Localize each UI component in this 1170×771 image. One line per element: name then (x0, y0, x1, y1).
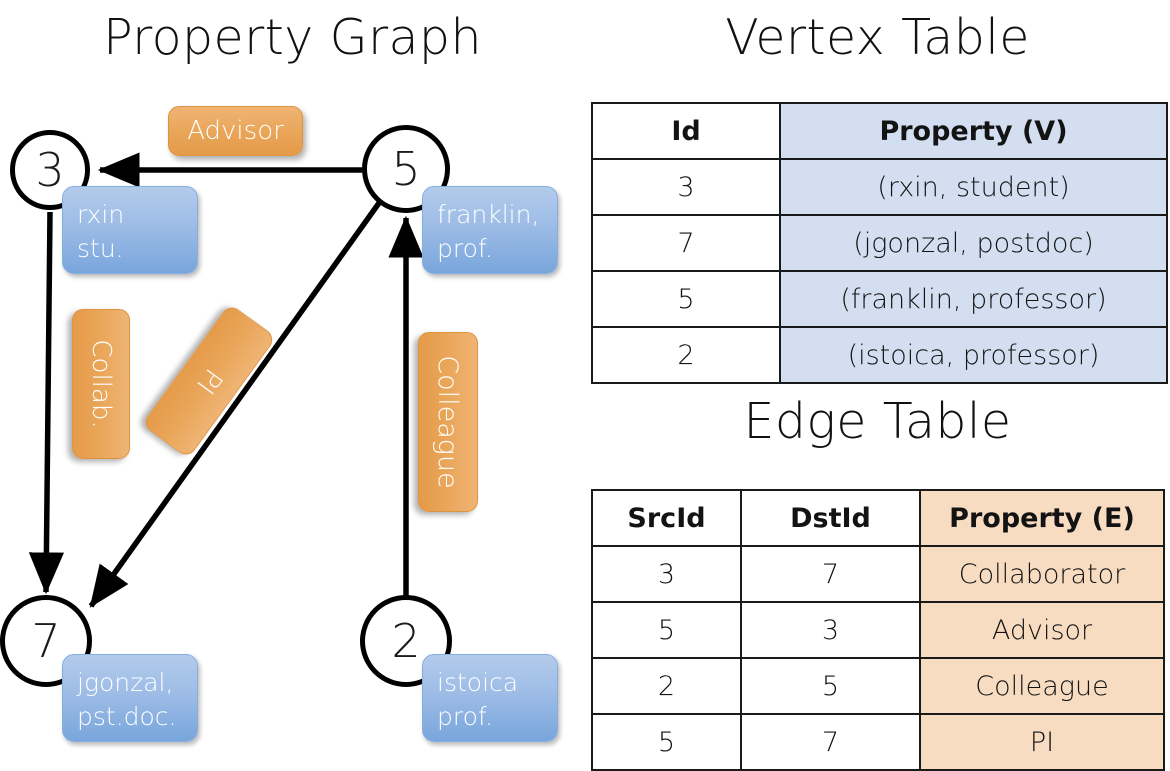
table-row[interactable]: 3 (rxin, student) (591, 158, 1168, 216)
vertex-property-7-line2: pst.doc. (77, 702, 177, 731)
vertex-cell-id: 7 (591, 214, 781, 272)
edge-table-header-dstid: DstId (740, 489, 921, 547)
vertex-property-box-2[interactable]: istoica prof. (422, 654, 558, 742)
table-row[interactable]: 5 7 PI (591, 713, 1165, 771)
vertex-property-2-line2: prof. (437, 702, 493, 731)
vertex-property-3-line1: rxin (77, 200, 125, 229)
edge-table: SrcId DstId Property (E) 3 7 Collaborato… (591, 489, 1165, 771)
edge-label-advisor[interactable]: Advisor (168, 106, 303, 156)
edge-table-header-property: Property (E) (919, 489, 1165, 547)
vertex-cell-id: 2 (591, 326, 781, 384)
graph-edges-layer (28, 152, 424, 608)
edge-cell-dstid: 5 (740, 657, 921, 715)
page-title-property-graph: Property Graph (103, 9, 482, 66)
vertex-table-header-row: Id Property (V) (591, 102, 1168, 160)
edge-cell-property: Advisor (919, 601, 1165, 659)
vertex-property-5-line2: prof. (437, 234, 493, 263)
edge-table-header-row: SrcId DstId Property (E) (591, 489, 1165, 547)
edge-table-header-srcid: SrcId (591, 489, 742, 547)
graph-node-2[interactable]: 2 (360, 595, 452, 687)
table-row[interactable]: 7 (jgonzal, postdoc) (591, 214, 1168, 272)
graph-node-5[interactable]: 5 (362, 125, 450, 213)
vertex-cell-id: 5 (591, 270, 781, 328)
table-row[interactable]: 2 (istoica, professor) (591, 326, 1168, 384)
vertex-property-5-line1: franklin, (437, 200, 540, 229)
edge-cell-dstid: 7 (740, 713, 921, 771)
vertex-cell-property: (franklin, professor) (779, 270, 1168, 328)
vertex-cell-property: (rxin, student) (779, 158, 1168, 216)
edge-3-to-7-collaborator (28, 211, 65, 595)
table-row[interactable]: 3 7 Collaborator (591, 545, 1165, 603)
vertex-table-header-id: Id (591, 102, 781, 160)
edge-cell-srcid: 5 (591, 713, 742, 771)
edge-label-collaborator[interactable]: Collab. (72, 309, 130, 459)
vertex-property-box-7[interactable]: jgonzal, pst.doc. (62, 654, 198, 742)
table-row[interactable]: 5 (franklin, professor) (591, 270, 1168, 328)
vertex-table-header-property: Property (V) (779, 102, 1168, 160)
vertex-cell-property: (istoica, professor) (779, 326, 1168, 384)
edge-cell-srcid: 2 (591, 657, 742, 715)
vertex-property-box-5[interactable]: franklin, prof. (422, 186, 558, 274)
table-row[interactable]: 5 3 Advisor (591, 601, 1165, 659)
edge-cell-property: PI (919, 713, 1165, 771)
edge-label-colleague[interactable]: Colleague (418, 332, 478, 512)
vertex-property-7-line1: jgonzal, (77, 668, 174, 697)
edge-cell-dstid: 3 (740, 601, 921, 659)
vertex-property-3-line2: stu. (77, 234, 124, 263)
vertex-cell-property: (jgonzal, postdoc) (779, 214, 1168, 272)
table-row[interactable]: 2 5 Colleague (591, 657, 1165, 715)
vertex-property-box-3[interactable]: rxin stu. (62, 186, 198, 274)
edge-cell-property: Collaborator (919, 545, 1165, 603)
edge-cell-srcid: 3 (591, 545, 742, 603)
vertex-cell-id: 3 (591, 158, 781, 216)
vertex-table: Id Property (V) 3 (rxin, student) 7 (jgo… (591, 102, 1168, 384)
edge-cell-property: Colleague (919, 657, 1165, 715)
edge-cell-srcid: 5 (591, 601, 742, 659)
page-title-vertex-table: Vertex Table (725, 9, 1030, 66)
edge-cell-dstid: 7 (740, 545, 921, 603)
page-title-edge-table: Edge Table (743, 393, 1012, 450)
vertex-property-2-line1: istoica (437, 668, 519, 697)
edge-5-to-7-pi (88, 201, 382, 608)
